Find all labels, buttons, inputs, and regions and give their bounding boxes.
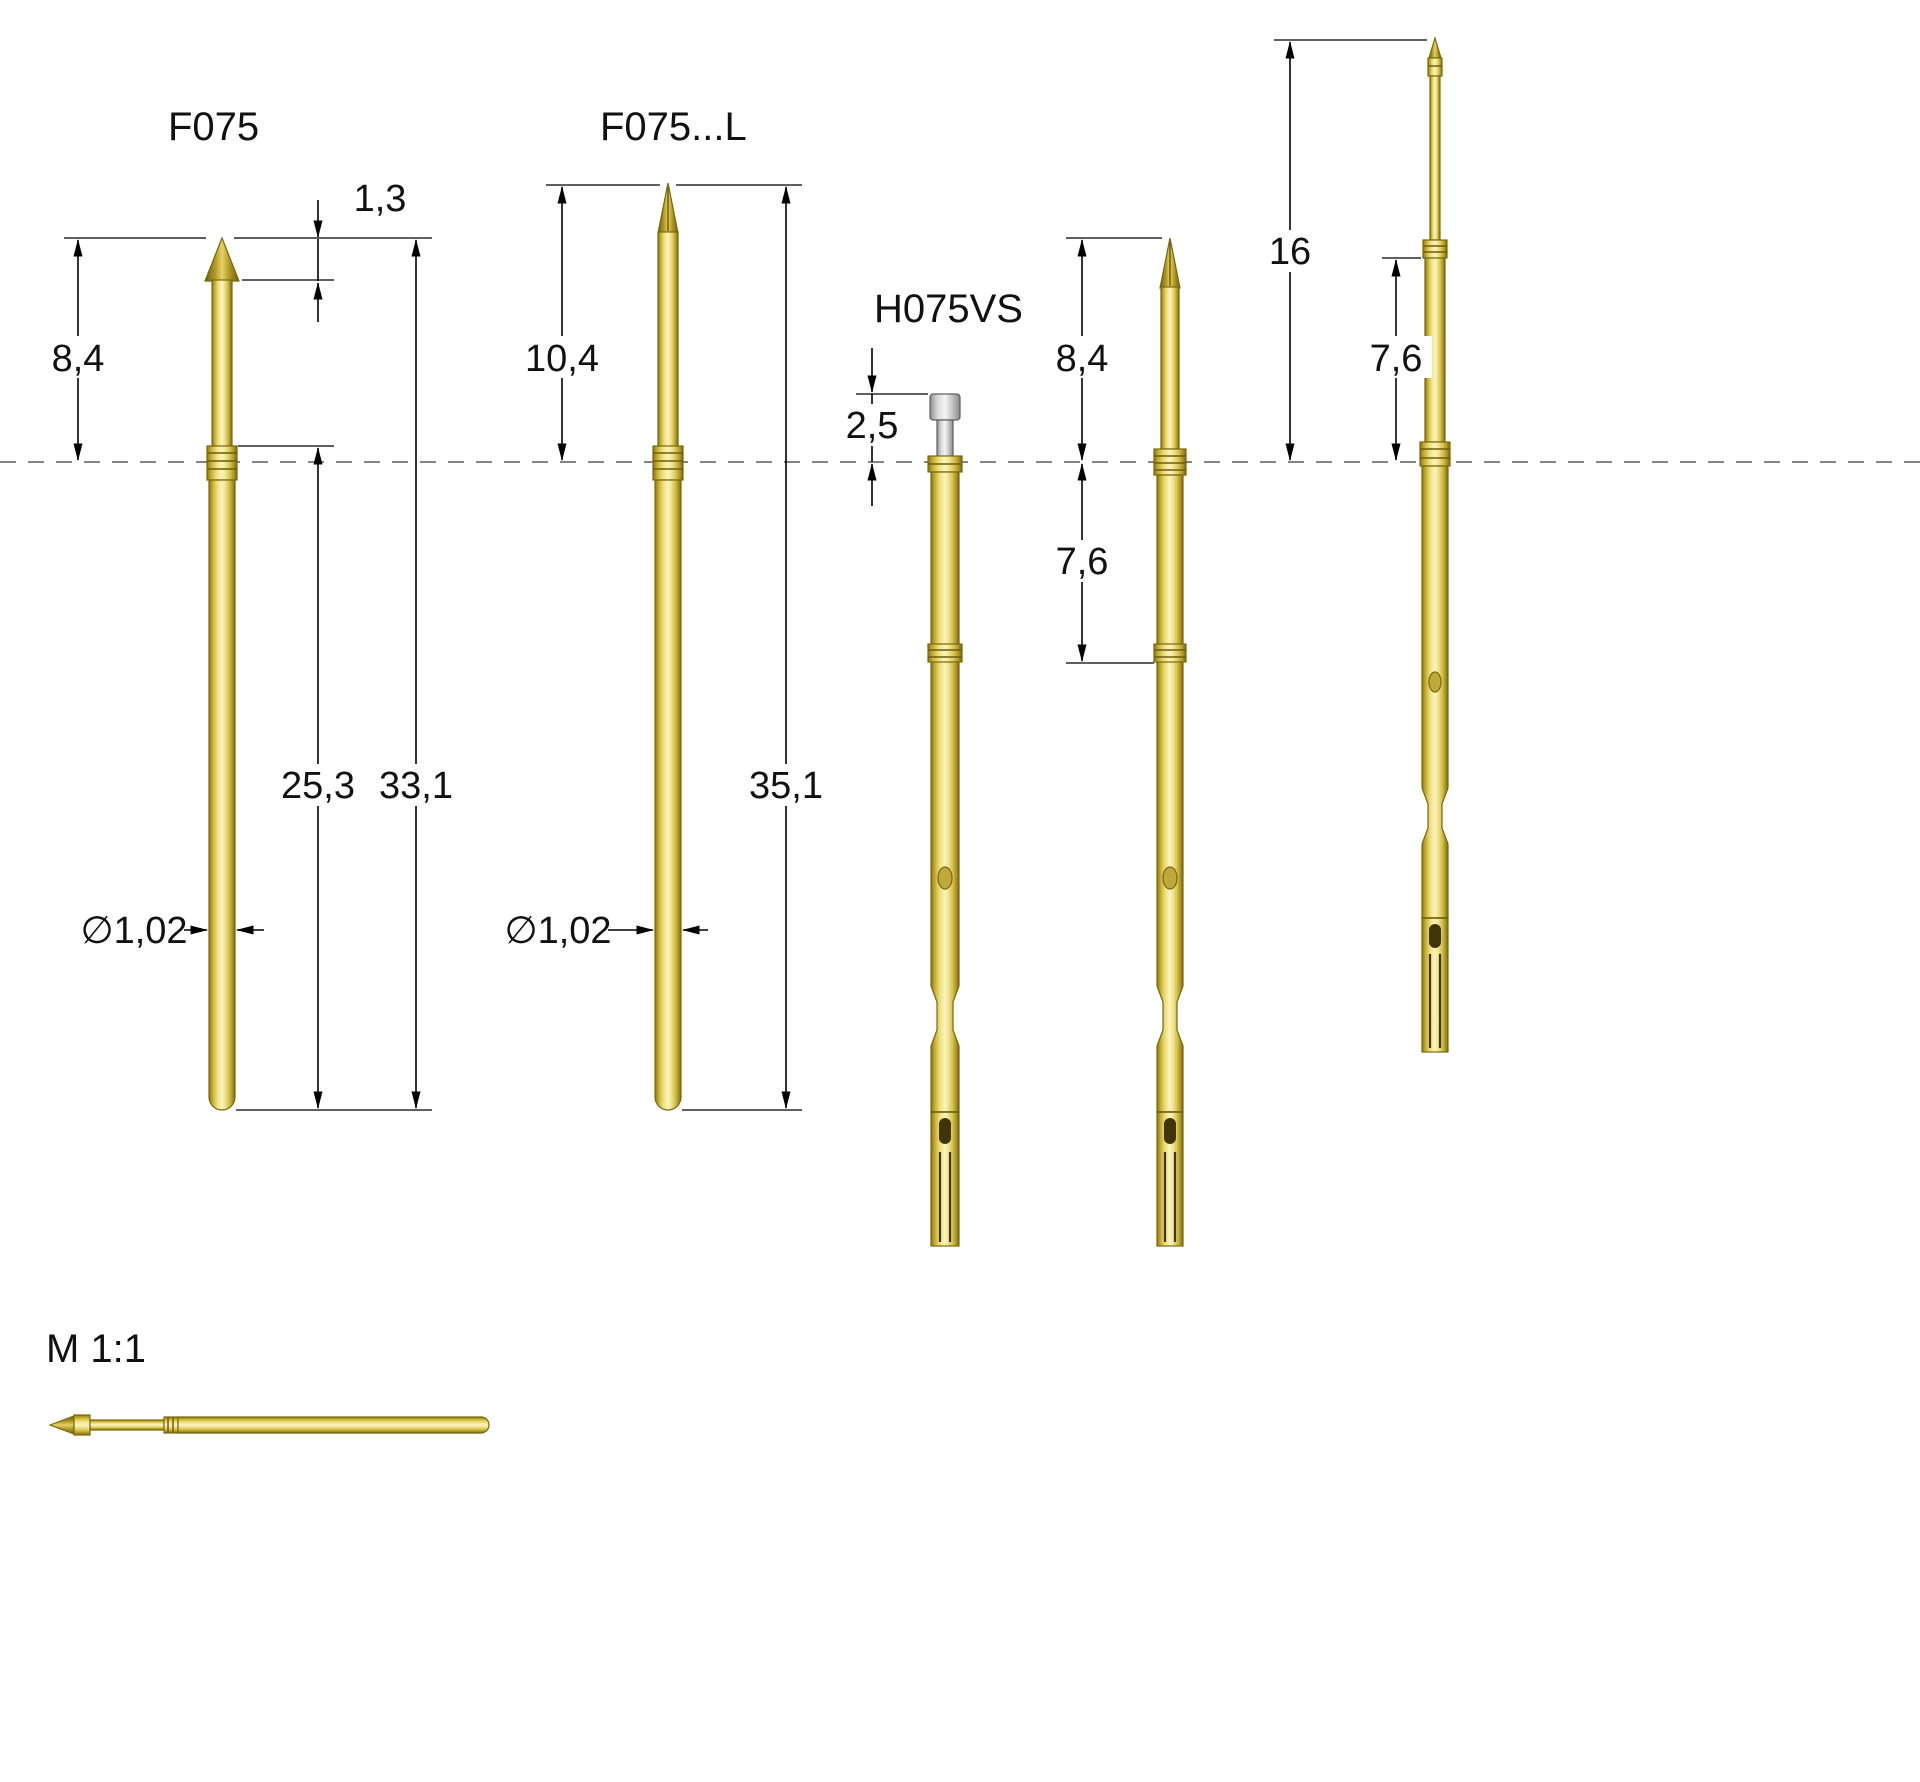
- probe-f075: [204, 236, 240, 1111]
- dim-text-mask: [838, 404, 906, 446]
- probe5-hole: [1428, 671, 1442, 693]
- probe5-receptacle-lip: [1419, 441, 1451, 467]
- scale-probe-collar: [163, 1416, 179, 1434]
- dim-p2-above: 10,4: [525, 338, 599, 380]
- dim-text-mask: [512, 336, 612, 378]
- receptacle-head-cap: [929, 393, 961, 421]
- scale-probe-tip: [48, 1415, 75, 1435]
- label-scale: M 1:1: [46, 1327, 146, 1371]
- probe-f075-collar: [206, 445, 238, 481]
- dim-text-mask: [370, 764, 462, 806]
- dim-text-mask: [42, 336, 114, 378]
- probe5-plunger: [1429, 75, 1441, 241]
- dim-p5-upper: 7,6: [1370, 338, 1423, 380]
- dim-p2-total: 35,1: [749, 765, 823, 807]
- probe-assembly-long: [1419, 35, 1451, 1053]
- receptacle-h075vs: [927, 393, 963, 1247]
- probe5-tip-cone: [1428, 35, 1442, 59]
- label-receptacle-h075vs: H075VS: [874, 287, 1023, 331]
- dim-p1-total: 33,1: [379, 765, 453, 807]
- dim-p1-above: 8,4: [52, 338, 105, 380]
- label-probe-f075: F075: [168, 105, 259, 149]
- probe4-hole: [1162, 866, 1178, 890]
- dimensions-h075vs: 2,5: [838, 348, 928, 506]
- dimensions-probe4: 8,4 7,6: [1046, 237, 1162, 664]
- receptacle-barrel: [930, 471, 960, 1113]
- slot-notch: [939, 1118, 951, 1144]
- dimensions-f075: 1,3 8,4 25,3 33,1 ∅1,02: [42, 178, 462, 1111]
- probe4-top-lip: [1153, 448, 1187, 476]
- dimensions-probe5: 16 7,6: [1262, 39, 1432, 461]
- dim-p1-diameter: ∅1,02: [80, 910, 187, 952]
- dim-p3-head: 2,5: [846, 405, 899, 447]
- probe4-ring: [1153, 643, 1187, 663]
- probe-f075l-collar: [652, 445, 684, 481]
- probe4-barrel: [1156, 474, 1184, 1113]
- dim-text-mask: [1262, 230, 1318, 272]
- dimensions-f075l: 10,4 35,1 ∅1,02: [504, 184, 832, 1111]
- probe-f075l-plunger: [657, 231, 679, 449]
- dim-p4-sleeve: 7,6: [1056, 541, 1109, 583]
- probe-f075-barrel: [208, 479, 236, 1111]
- receptacle-ring: [927, 643, 963, 663]
- scale-1to1-view: M 1:1: [46, 1327, 490, 1436]
- dim-p4-above: 8,4: [1056, 338, 1109, 380]
- dim-text-mask: [1046, 540, 1118, 582]
- dim-text-mask: [272, 764, 364, 806]
- scale-probe-barrel: [177, 1416, 490, 1434]
- probe-f075-plunger: [211, 279, 233, 449]
- dim-text-mask: [1360, 336, 1432, 378]
- dim-p1-tip: 1,3: [354, 178, 407, 220]
- probe4-plunger: [1160, 286, 1180, 450]
- probe-in-receptacle: [1153, 237, 1187, 1247]
- dim-p2-diameter: ∅1,02: [504, 910, 611, 952]
- receptacle-head-neck: [936, 419, 954, 461]
- probe5-tip-cap: [1427, 57, 1443, 77]
- probe-f075l-barrel: [654, 479, 682, 1111]
- dim-text-mask: [740, 764, 832, 806]
- scale-probe-plunger: [89, 1419, 165, 1431]
- label-probe-f075l: F075...L: [600, 105, 747, 149]
- receptacle-hole: [937, 866, 953, 890]
- dim-p5-total: 16: [1269, 231, 1311, 273]
- probe-f075l: [652, 182, 684, 1111]
- dim-text-mask: [1046, 336, 1118, 378]
- slot-notch: [1164, 1118, 1176, 1144]
- slot-notch: [1429, 924, 1441, 948]
- dim-p1-barrel: 25,3: [281, 765, 355, 807]
- probe-f075-head-cone: [204, 236, 240, 282]
- probe5-collar: [1422, 239, 1448, 259]
- scale-probe-head: [73, 1414, 91, 1436]
